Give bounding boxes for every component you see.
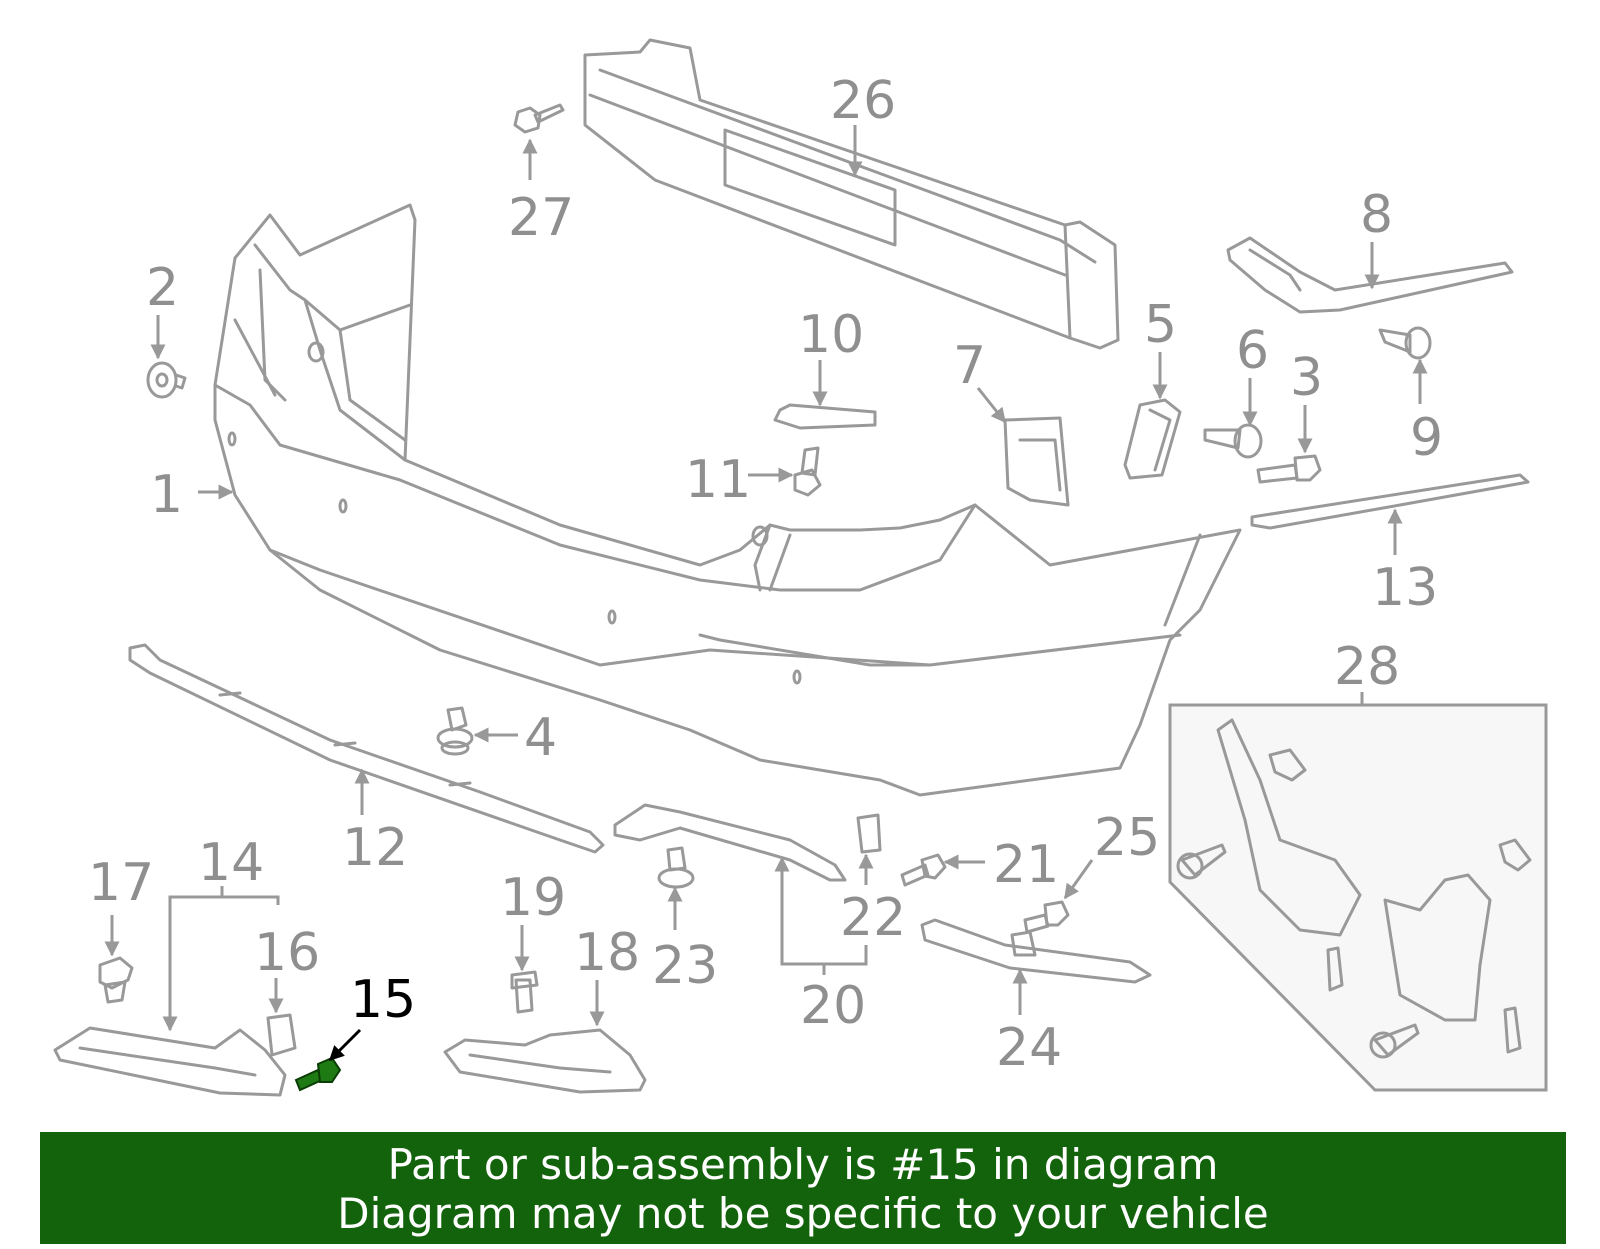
part-2-clip [146,361,187,399]
part-24-strip [920,918,1152,984]
callout-10: 10 [798,305,864,365]
part-4-clip [436,706,474,756]
leader-lines [104,125,1428,1062]
part-23-clip [657,846,695,889]
part-15-bolt-highlighted [294,1056,342,1092]
callout-20: 20 [800,976,866,1036]
banner-line-1: Part or sub-assembly is #15 in diagram [387,1140,1219,1189]
part-7-bracket [1003,416,1070,507]
callout-8: 8 [1360,185,1393,245]
part-9-screw [1378,326,1432,360]
part-28-mudflap-kit [1168,703,1548,1092]
part-27-bolt [513,103,565,134]
callout-7: 7 [953,336,986,396]
callout-28: 28 [1334,637,1400,697]
callout-26: 26 [830,71,896,131]
callout-5: 5 [1144,295,1177,355]
info-banner: Part or sub-assembly is #15 in diagram D… [40,1132,1566,1244]
part-1-bumper-cover [213,203,1242,797]
part-5-bracket [1123,398,1182,480]
part-19-bolt [510,970,539,1014]
callout-24: 24 [996,1018,1062,1078]
callout-25: 25 [1094,808,1160,868]
callout-1: 1 [150,465,183,525]
callout-19: 19 [500,868,566,928]
callout-4: 4 [524,708,557,768]
callout-labels: 1 2 3 4 5 6 7 8 9 10 11 12 13 14 15 16 1… [88,71,1443,1078]
part-3-bolt [1256,454,1322,484]
part-22-clip [856,813,882,854]
callout-17: 17 [88,853,154,913]
part-14-reflector-left [53,1026,287,1097]
part-20-center-bracket [613,803,847,882]
part-26-reinforcement-beam [583,38,1120,350]
callout-21: 21 [993,835,1059,895]
part-16-clip [266,1013,297,1057]
callout-23: 23 [652,936,718,996]
callout-2: 2 [146,258,179,318]
part-11-bolt [793,446,822,497]
part-8-side-bracket [1226,236,1514,314]
callout-9: 9 [1410,408,1443,468]
callout-27: 27 [508,188,574,248]
part-17-clip [98,956,134,1004]
callout-18: 18 [574,923,640,983]
callout-15-highlighted: 15 [350,970,416,1030]
callout-6: 6 [1236,321,1269,381]
callout-12: 12 [342,818,408,878]
callout-11: 11 [685,450,751,510]
part-18-reflector-right [443,1028,647,1094]
part-13-side-strip [1250,473,1530,530]
part-10-spacer [773,403,877,430]
callout-3: 3 [1290,348,1323,408]
callout-22: 22 [840,888,906,948]
banner-line-2: Diagram may not be specific to your vehi… [337,1189,1269,1238]
callout-16: 16 [254,923,320,983]
part-12-lower-molding [128,643,605,854]
part-25-bolt [1023,900,1070,934]
part-6-screw [1203,423,1263,459]
callout-13: 13 [1372,558,1438,618]
part-21-bolt [900,853,947,887]
callout-14: 14 [198,833,264,893]
